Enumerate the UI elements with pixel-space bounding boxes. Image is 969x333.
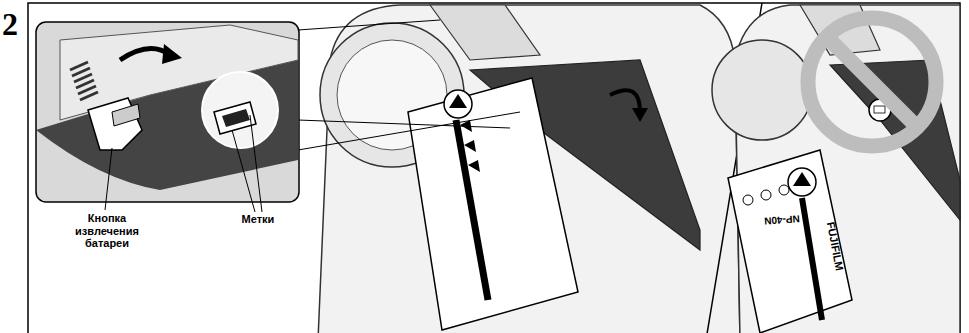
lens-ring bbox=[712, 40, 812, 140]
battery-arrow-head bbox=[793, 172, 811, 186]
battery bbox=[408, 78, 578, 330]
terminal-minus bbox=[761, 190, 771, 200]
part-label: Кнопка извлечения батареи bbox=[62, 212, 152, 250]
mark bbox=[214, 102, 256, 134]
insert-arrow-head bbox=[632, 108, 648, 122]
slide-arrow-head bbox=[162, 44, 182, 64]
eject-button bbox=[88, 98, 142, 150]
spring bbox=[70, 62, 98, 100]
mark-inner bbox=[222, 109, 250, 127]
battery-arrow bbox=[456, 120, 488, 300]
inset bbox=[36, 22, 299, 202]
terminal-minus bbox=[743, 195, 753, 205]
prohibition-slash bbox=[827, 37, 917, 127]
battery-arrow bbox=[802, 198, 822, 320]
button-face bbox=[112, 104, 140, 126]
zoom-line bbox=[298, 20, 440, 30]
terminal-plus bbox=[779, 185, 789, 195]
prohibition-sign bbox=[808, 18, 936, 146]
battery-arrow-head bbox=[449, 94, 467, 108]
frame bbox=[28, 3, 960, 333]
mark bbox=[874, 106, 885, 113]
battery-door bbox=[430, 5, 540, 60]
battery-chevrons bbox=[460, 120, 480, 172]
part-label: Метки bbox=[228, 213, 288, 226]
step-number: 2 bbox=[2, 6, 32, 43]
zoom-line bbox=[298, 120, 510, 128]
arrow-circle bbox=[444, 90, 472, 118]
battery bbox=[728, 150, 852, 333]
arrow-circle bbox=[788, 168, 816, 196]
zoom-line bbox=[298, 112, 520, 150]
camera-body bbox=[318, 5, 740, 333]
slide-arrow bbox=[120, 49, 170, 60]
highlight bbox=[202, 72, 278, 148]
leader-line bbox=[250, 115, 262, 212]
leader-line bbox=[105, 148, 112, 210]
leader-line bbox=[232, 130, 255, 212]
